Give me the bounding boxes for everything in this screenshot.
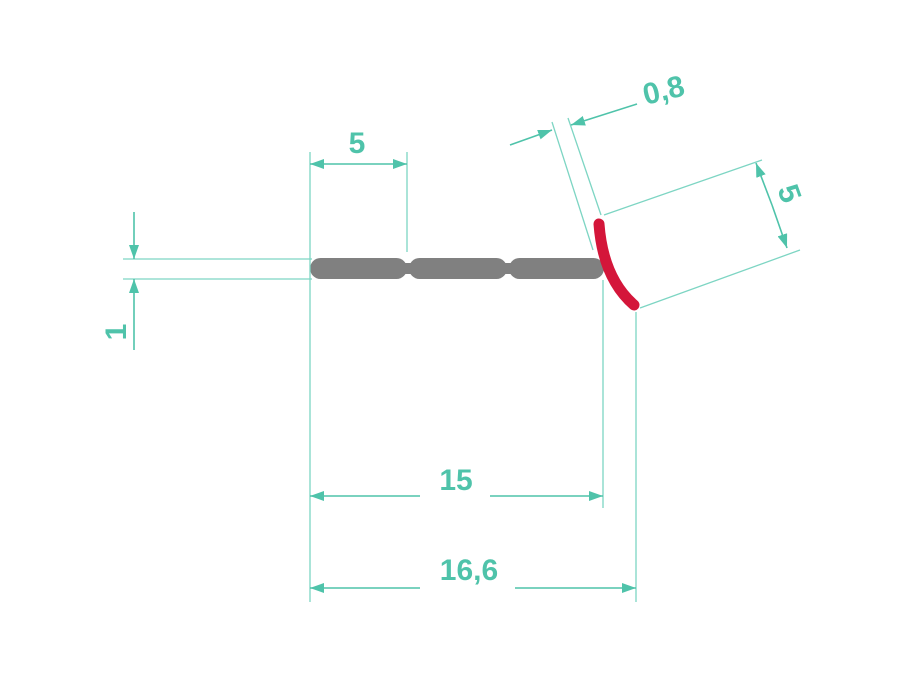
dim-label-total-width: 16,6 <box>440 554 498 587</box>
dim-arrow <box>755 162 773 206</box>
dim-arrow <box>509 129 553 146</box>
dim-label-inner-width: 15 <box>439 464 472 497</box>
profile-joint <box>400 263 516 274</box>
dim-label-thickness: 1 <box>100 324 133 341</box>
extension-line <box>639 249 801 309</box>
dim-label-segment-width: 5 <box>349 127 366 160</box>
dim-label-lip-thickness: 0,8 <box>639 70 687 112</box>
extension-line <box>551 121 594 251</box>
extension-line <box>603 159 763 216</box>
red-lip <box>593 218 640 311</box>
extension-line <box>567 117 602 216</box>
profile-segment-3 <box>509 258 604 279</box>
dim-arrow <box>570 103 638 126</box>
dim-arrow <box>771 204 788 249</box>
gray-profile <box>310 258 604 279</box>
dim-label-lip-height: 5 <box>771 180 808 207</box>
profile-segment-1 <box>310 258 407 279</box>
